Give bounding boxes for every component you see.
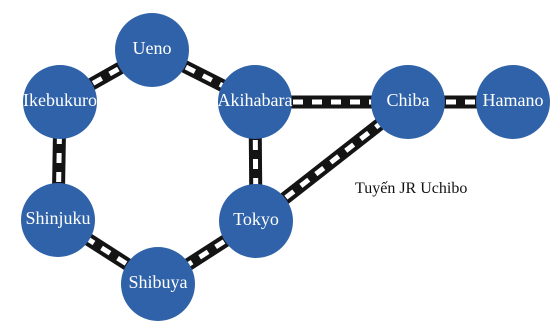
station-label-shibuya: Shibuya — [128, 272, 187, 292]
station-chiba: Chiba — [371, 65, 445, 139]
station-label-ueno: Ueno — [133, 38, 172, 58]
station-node-ikebukuro — [23, 65, 97, 139]
station-label-tokyo: Tokyo — [233, 209, 279, 229]
station-hamano: Hamano — [476, 65, 550, 139]
station-node-tokyo — [219, 184, 293, 258]
station-node-akihabara — [218, 65, 292, 139]
station-ikebukuro: Ikebukuro — [23, 65, 97, 139]
station-label-hamano: Hamano — [483, 90, 544, 110]
line-label-uchibo: Tuyến JR Uchibo — [355, 180, 467, 197]
station-node-hamano — [476, 65, 550, 139]
station-tokyo: Tokyo — [219, 184, 293, 258]
station-label-akihabara: Akihabara — [218, 90, 293, 110]
station-akihabara: Akihabara — [218, 65, 293, 139]
station-shinjuku: Shinjuku — [21, 183, 95, 257]
station-node-chiba — [371, 65, 445, 139]
station-ueno: Ueno — [115, 13, 189, 87]
station-node-shibuya — [121, 247, 195, 321]
station-shibuya: Shibuya — [121, 247, 195, 321]
station-label-chiba: Chiba — [387, 90, 430, 110]
station-label-ikebukuro: Ikebukuro — [23, 90, 97, 110]
station-node-ueno — [115, 13, 189, 87]
station-label-shinjuku: Shinjuku — [25, 208, 90, 228]
station-node-shinjuku — [21, 183, 95, 257]
